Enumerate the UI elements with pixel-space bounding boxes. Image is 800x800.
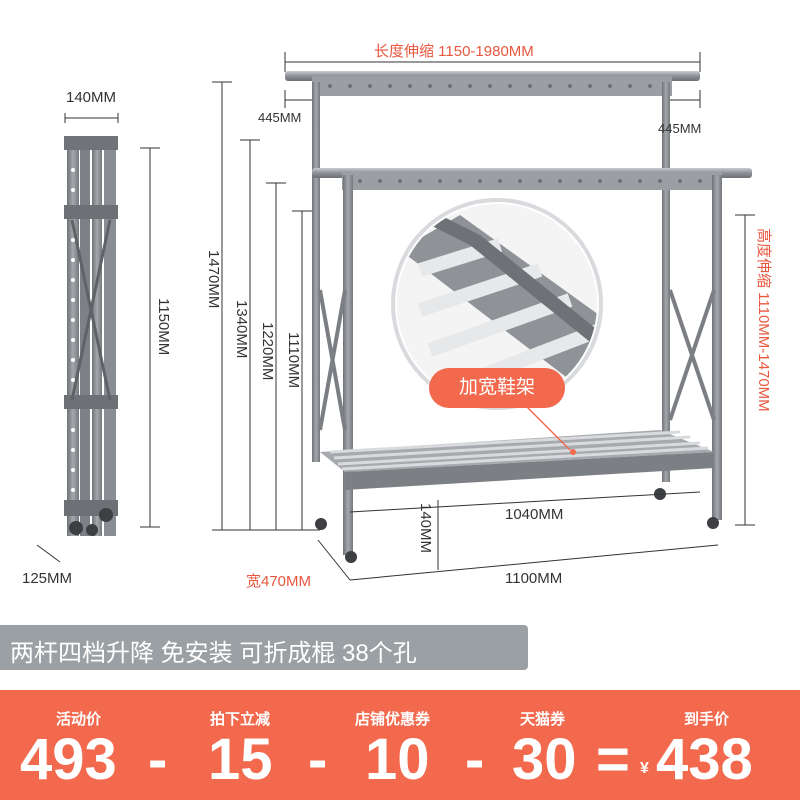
shoe-rack-height-label: 140MM: [417, 503, 434, 554]
price-value-instant-discount: 15: [208, 727, 273, 792]
height-1220-label: 1220MM: [259, 322, 276, 381]
depth-label: 宽470MM: [246, 573, 312, 590]
outer-width-label: 1100MM: [505, 570, 563, 587]
height-telescopic-label: 高度伸缩 1110MM-1470MM: [755, 228, 772, 412]
folded-height-label: 1150MM: [155, 298, 172, 356]
minus-sign-3: -: [465, 727, 485, 792]
folded-width-label: 140MM: [66, 89, 117, 106]
feature-banner-text: 两杆四档升降 免安装 可折成棍 38个孔: [10, 640, 417, 667]
inner-width-label: 1040MM: [505, 506, 564, 523]
currency-symbol: ¥: [640, 760, 649, 777]
price-label-tmall-coupon: 天猫券: [520, 711, 566, 728]
price-label-instant-discount: 拍下立减: [210, 711, 271, 728]
price-value-activity: 493: [20, 727, 117, 792]
height-1340-label: 1340MM: [233, 300, 250, 359]
equals-sign: =: [596, 727, 630, 792]
price-label-activity: 活动价: [56, 711, 102, 728]
minus-sign-1: -: [148, 727, 168, 792]
feature-banner: 两杆四档升降 免安装 可折成棍 38个孔: [0, 625, 528, 670]
right-extension-label: 445MM: [658, 121, 702, 136]
callout-label: 加宽鞋架: [429, 368, 565, 408]
length-telescopic-label: 长度伸缩 1150-1980MM: [374, 43, 534, 60]
price-breakdown-bar: [0, 690, 800, 800]
height-1110-label: 1110MM: [285, 332, 302, 389]
folded-depth-label: 125MM: [22, 570, 73, 587]
rack-illustration: [36, 52, 755, 581]
left-extension-label: 445MM: [258, 110, 302, 125]
telescopic-rack: [212, 52, 755, 581]
price-value-tmall-coupon: 30: [512, 727, 577, 792]
price-label-final: 到手价: [684, 711, 730, 728]
folded-rack: [36, 113, 160, 563]
price-value-shop-coupon: 10: [365, 727, 430, 792]
height-1470-label: 1470MM: [205, 250, 222, 309]
minus-sign-2: -: [308, 727, 328, 792]
price-value-final: 438: [656, 727, 753, 792]
price-label-shop-coupon: 店铺优惠券: [355, 711, 431, 728]
